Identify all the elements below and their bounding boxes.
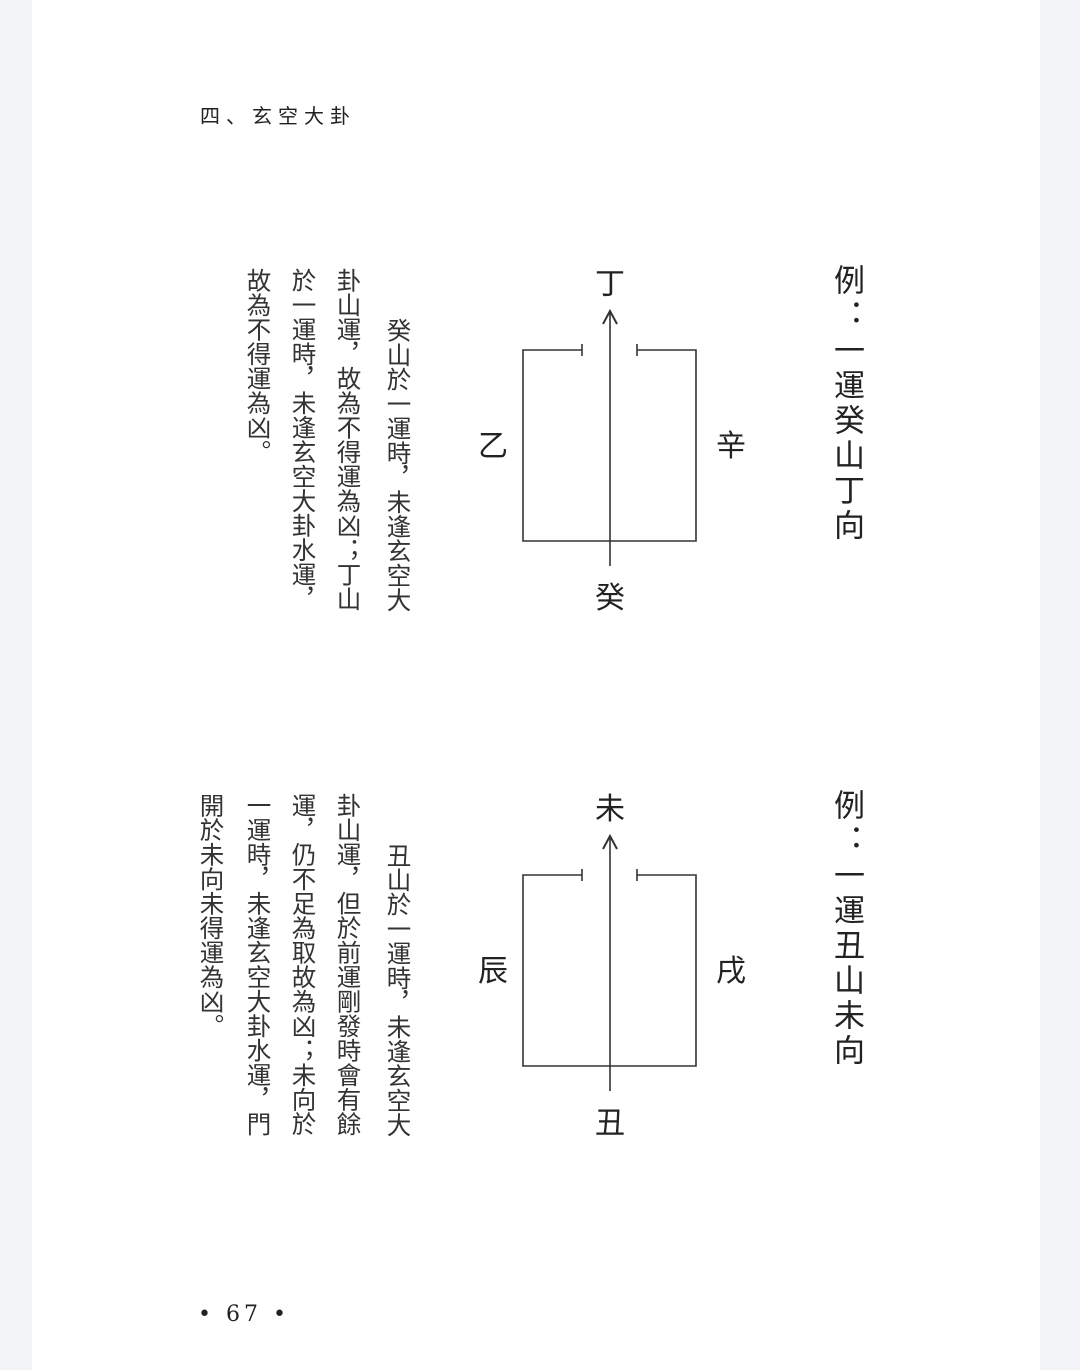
text-column: 丑山於一運時，未逢玄空大 <box>383 843 413 1137</box>
running-header: 四、玄空大卦 <box>200 104 356 128</box>
text-column: 故為不得運為凶。 <box>243 268 273 464</box>
text-column: 一運時，未逢玄空大卦水運，門 <box>243 793 273 1136</box>
text-column: 卦山運，但於前運剛發時會有餘 <box>333 793 363 1136</box>
text-column: 於一運時，未逢玄空大卦水運， <box>288 268 318 611</box>
text-column: 開於未向未得運為凶。 <box>196 793 226 1038</box>
text-column: 癸山於一運時，未逢玄空大 <box>383 318 413 612</box>
text-column: 運，仍不足為取故為凶；未向於 <box>288 793 318 1136</box>
text-column: 卦山運，故為不得運為凶；丁山 <box>333 268 363 611</box>
example-title: 例：一運癸山丁向 <box>828 264 864 544</box>
page-number: • 67 • <box>198 1302 290 1327</box>
book-page <box>32 0 1040 1370</box>
example-title: 例：一運丑山未向 <box>828 789 864 1069</box>
